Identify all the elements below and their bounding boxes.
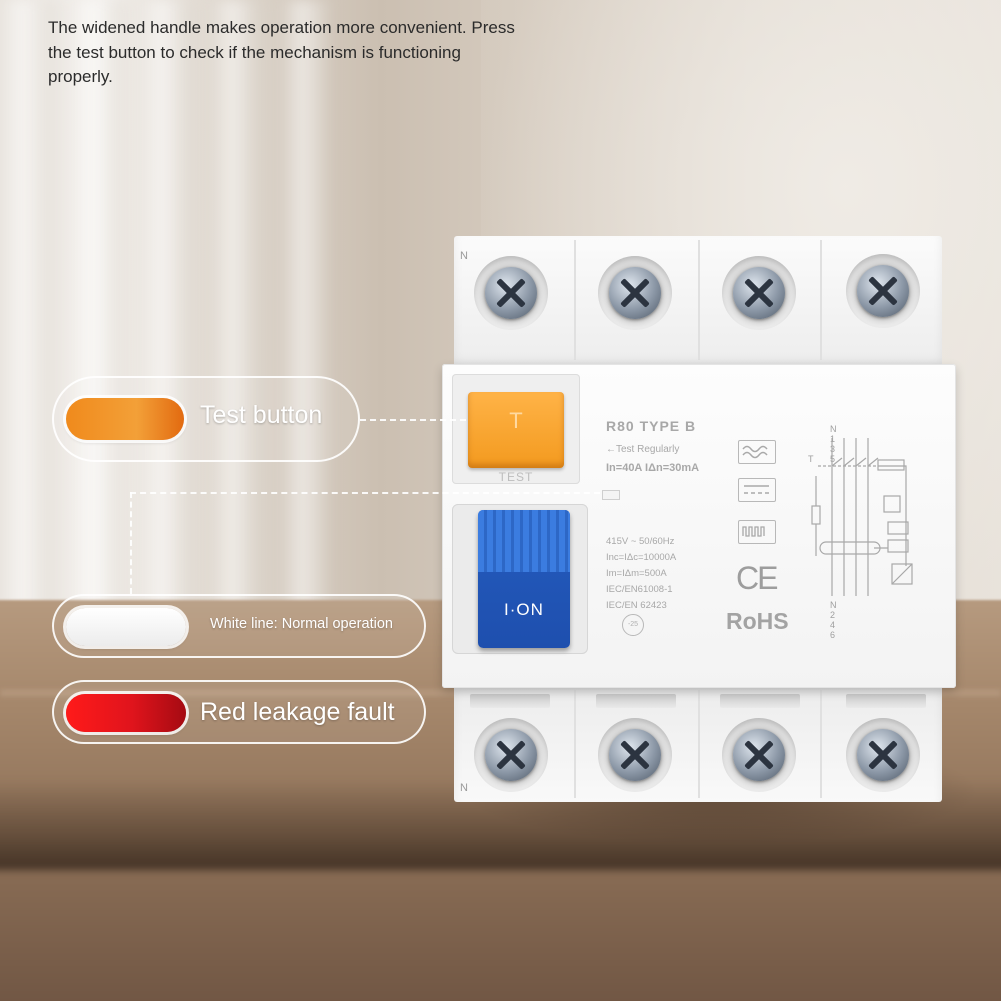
model-label: R80 TYPE B [606,418,697,434]
top-screw-1 [474,256,548,330]
screw-icon [857,265,909,317]
red-pill-icon [66,694,186,732]
pulse-symbol-icon [738,520,776,544]
pole-marker-bottom: N [460,782,468,794]
terminal-slot [470,694,550,708]
test-label: TEST [498,470,534,484]
intro-text: The widened handle makes operation more … [48,18,515,86]
top-screw-3 [722,256,796,330]
handle-housing: I·ON [452,504,588,654]
status-indicator-window [602,490,620,500]
spec-line: IEC/EN 62423 [606,600,667,611]
spec-list: 415V ~ 50/60Hz Inc=IΔc=10000A Im=IΔm=500… [606,534,676,614]
screw-icon [733,729,785,781]
bottom-screw-3 [722,718,796,792]
ce-mark: CE [736,560,778,596]
top-screw-4 [846,254,920,328]
test-button-leader-line [360,419,466,421]
handle-label: I·ON [504,600,544,619]
circuit-bottom-labels: N 2 4 6 [830,600,840,640]
bottom-terminal-block: N [454,684,942,802]
terminal-slot [720,694,800,708]
white-line-leader-horizontal [130,492,600,494]
white-pill-icon [66,608,186,646]
bottom-screw-2 [598,718,672,792]
rohs-mark: RoHS [726,608,789,634]
screw-icon [733,267,785,319]
handle-grip [478,510,570,572]
red-leakage-callout: Red leakage fault [52,680,426,744]
top-screw-2 [598,256,672,330]
orange-pill-icon [66,398,184,440]
test-button-callout: Test button [52,376,360,462]
pole-divider [698,690,700,798]
spec-line: Im=IΔm=500A [606,568,667,579]
pole-divider [698,240,700,360]
screw-icon [485,729,537,781]
spec-line: 415V ~ 50/60Hz [606,536,675,547]
white-line-leader-vertical [130,492,132,594]
residual-current-breaker: N N T [440,236,980,846]
terminal-slot [596,694,676,708]
temperature-mark: -25 [622,614,644,636]
bottom-screw-4 [846,718,920,792]
test-button[interactable]: T [468,392,564,468]
dc-symbol-icon [738,478,776,502]
spec-line: IEC/EN61008-1 [606,584,673,595]
screw-icon [485,267,537,319]
on-off-handle[interactable]: I·ON [478,510,570,648]
white-line-callout-label: White line: Normal operation [210,616,393,632]
test-note: ←Test Regularly [606,444,680,455]
test-button-housing: T TEST [452,374,580,484]
circuit-lines-icon [811,438,913,596]
pole-divider [574,240,576,360]
circuit-test-label: T [808,454,817,464]
test-button-letter: T [509,408,523,433]
screw-icon [609,267,661,319]
screw-icon [609,729,661,781]
red-leakage-callout-label: Red leakage fault [200,698,395,726]
test-button-callout-label: Test button [200,401,323,429]
rating-label: In=40A IΔn=30mA [606,462,700,474]
white-line-callout: White line: Normal operation [52,594,426,658]
ac-wave-icon [738,440,776,464]
pole-divider [820,690,822,798]
spec-line: Inc=IΔc=10000A [606,552,677,563]
pole-divider [820,240,822,360]
bottom-screw-1 [474,718,548,792]
background-curtain [0,0,330,640]
top-terminal-block: N [454,236,942,368]
terminal-slot [846,694,926,708]
pole-marker-top: N [460,250,468,262]
front-panel: T TEST I·ON R80 TYPE B ←Test Regularly I… [442,364,956,688]
pole-divider [574,690,576,798]
screw-icon [857,729,909,781]
